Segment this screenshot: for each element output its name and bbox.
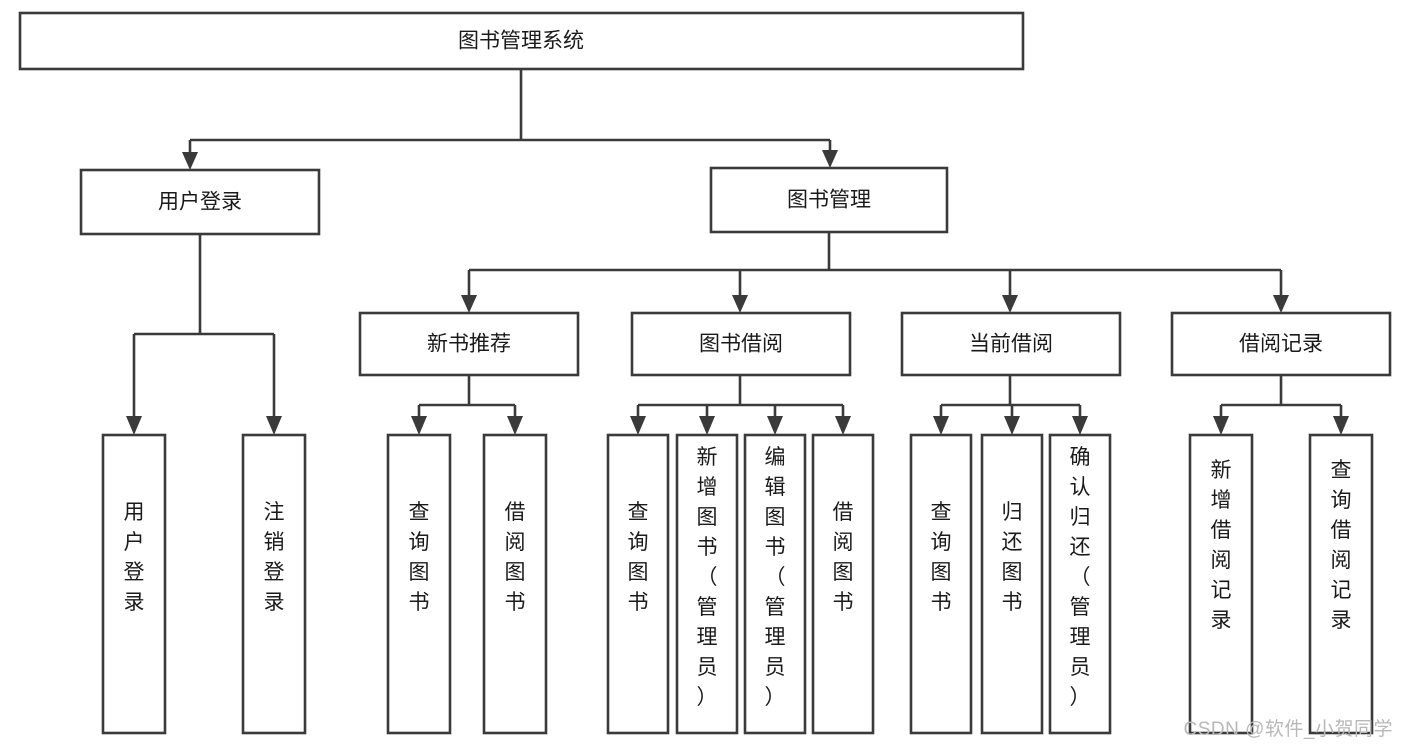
node-leaf-borrow-book-1[interactable]: 借阅图书 [482, 433, 548, 735]
arrow-leaf-add-book [699, 416, 715, 435]
node-leaf-return-book[interactable]: 归还图书 [980, 433, 1044, 735]
arrow-to-book-borrow [732, 295, 748, 313]
arrow-to-current-borrow [1002, 295, 1018, 313]
node-leaf-query-book-3-box[interactable] [909, 433, 973, 735]
node-user-login-label: 用户登录 [158, 191, 242, 214]
node-leaf-edit-book-box[interactable] [743, 433, 807, 735]
node-new-book-rec[interactable]: 新书推荐 [358, 311, 580, 377]
node-borrow-record-box[interactable] [1170, 311, 1392, 377]
node-current-borrow[interactable]: 当前借阅 [900, 311, 1122, 377]
node-leaf-add-record-box[interactable] [1188, 433, 1254, 735]
node-leaf-edit-book-label: 编辑图书（管理员） [765, 446, 786, 709]
arrow-leaf-return-book [1004, 416, 1020, 435]
node-leaf-query-book-3-label: 查询图书 [931, 501, 952, 614]
arrow-leaf-borrow-book-1 [507, 416, 523, 435]
node-leaf-query-book-2-label: 查询图书 [628, 501, 649, 614]
node-leaf-logout-label: 注销登录 [264, 501, 285, 614]
node-leaf-confirm-return-label: 确认归还（管理员） [1070, 446, 1091, 709]
node-user-login-box[interactable] [79, 168, 321, 236]
node-new-book-rec-box[interactable] [358, 311, 580, 377]
arrow-leaf-add-record [1213, 416, 1229, 435]
arrow-leaf-confirm-return [1072, 416, 1088, 435]
node-leaf-query-record-box[interactable] [1308, 433, 1374, 735]
connectors-layer [126, 69, 1349, 435]
arrow-leaf-query-book-3 [933, 416, 949, 435]
node-leaf-query-record-label: 查询借阅记录 [1331, 459, 1352, 632]
node-book-manage[interactable]: 图书管理 [709, 166, 949, 234]
node-leaf-borrow-book-2-label: 借阅图书 [833, 501, 854, 614]
node-leaf-logout[interactable]: 注销登录 [241, 433, 307, 735]
node-leaf-add-record-label: 新增借阅记录 [1211, 459, 1232, 632]
arrow-leaf-query-book-2 [630, 416, 646, 435]
csdn-watermark: CSDN @软件_小贺同学 [1183, 719, 1393, 740]
node-leaf-borrow-book-1-label: 借阅图书 [505, 501, 526, 614]
arrow-leaf-logout [266, 416, 282, 435]
node-leaf-query-book-1-box[interactable] [386, 433, 452, 735]
node-book-borrow-label: 图书借阅 [699, 333, 783, 356]
node-leaf-confirm-return-box[interactable] [1048, 433, 1112, 735]
node-book-manage-box[interactable] [709, 166, 949, 234]
node-leaf-query-book-2-box[interactable] [606, 433, 670, 735]
node-leaf-borrow-book-2[interactable]: 借阅图书 [811, 433, 875, 735]
node-leaf-return-book-box[interactable] [980, 433, 1044, 735]
node-current-borrow-label: 当前借阅 [969, 333, 1053, 356]
node-leaf-user-login-box[interactable] [101, 433, 167, 735]
node-leaf-add-book-box[interactable] [675, 433, 739, 735]
arrow-leaf-user-login [126, 416, 142, 435]
node-book-manage-label: 图书管理 [787, 189, 871, 212]
node-new-book-rec-label: 新书推荐 [427, 333, 511, 356]
node-root-label: 图书管理系统 [458, 30, 584, 53]
leaf-nodes-layer: 用户登录 注销登录 查询图书 借阅图书 查询图书 新增图书（管理员） [101, 433, 1374, 735]
node-book-borrow[interactable]: 图书借阅 [630, 311, 852, 377]
arrow-to-borrow-record [1273, 295, 1289, 313]
node-borrow-record-label: 借阅记录 [1239, 333, 1323, 356]
arrow-to-user-login [182, 152, 198, 170]
node-borrow-record[interactable]: 借阅记录 [1170, 311, 1392, 377]
node-leaf-user-login[interactable]: 用户登录 [101, 433, 167, 735]
node-root[interactable]: 图书管理系统 [18, 11, 1025, 71]
node-leaf-query-book-1[interactable]: 查询图书 [386, 433, 452, 735]
node-current-borrow-box[interactable] [900, 311, 1122, 377]
node-leaf-add-book[interactable]: 新增图书（管理员） [675, 433, 739, 735]
node-leaf-return-book-label: 归还图书 [1002, 501, 1023, 614]
node-root-box[interactable] [18, 11, 1025, 71]
node-leaf-query-record[interactable]: 查询借阅记录 [1308, 433, 1374, 735]
node-book-borrow-box[interactable] [630, 311, 852, 377]
arrow-leaf-query-book-1 [411, 416, 427, 435]
node-leaf-edit-book[interactable]: 编辑图书（管理员） [743, 433, 807, 735]
node-leaf-borrow-book-1-box[interactable] [482, 433, 548, 735]
node-leaf-add-record[interactable]: 新增借阅记录 [1188, 433, 1254, 735]
node-user-login[interactable]: 用户登录 [79, 168, 321, 236]
arrow-to-new-book-rec [461, 295, 477, 313]
arrow-leaf-query-record [1333, 416, 1349, 435]
arrow-to-book-manage [822, 150, 838, 168]
node-leaf-query-book-2[interactable]: 查询图书 [606, 433, 670, 735]
node-leaf-borrow-book-2-box[interactable] [811, 433, 875, 735]
node-leaf-logout-box[interactable] [241, 433, 307, 735]
arrow-leaf-edit-book [767, 416, 783, 435]
node-leaf-query-book-3[interactable]: 查询图书 [909, 433, 973, 735]
node-leaf-query-book-1-label: 查询图书 [409, 501, 430, 614]
node-leaf-confirm-return[interactable]: 确认归还（管理员） [1048, 433, 1112, 735]
node-leaf-add-book-label: 新增图书（管理员） [697, 446, 718, 709]
arrow-leaf-borrow-book-2 [835, 416, 851, 435]
node-leaf-user-login-label: 用户登录 [124, 501, 145, 614]
